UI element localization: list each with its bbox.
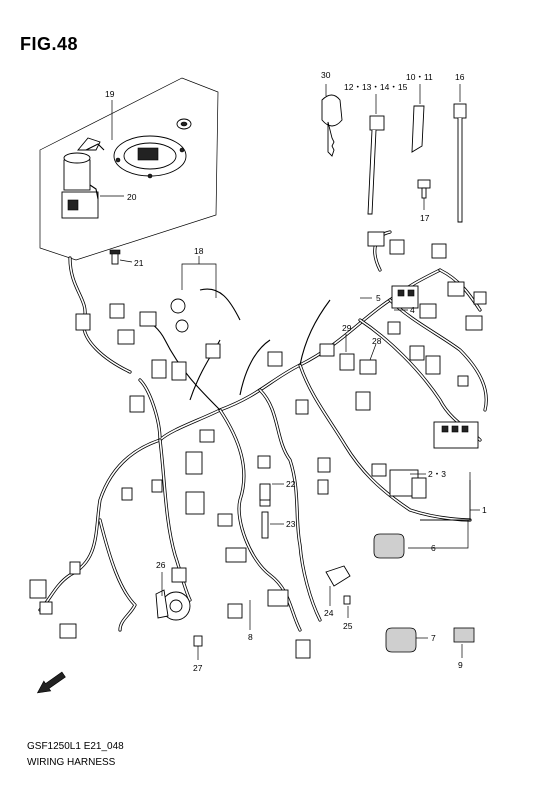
callout-30: 30 bbox=[321, 70, 331, 80]
connectors bbox=[29, 231, 487, 659]
callout-8: 8 bbox=[248, 632, 253, 642]
pad-9 bbox=[453, 627, 475, 643]
blank-key bbox=[321, 94, 343, 127]
bolt-25 bbox=[343, 595, 351, 605]
sensor-24 bbox=[325, 565, 351, 587]
ignition-switch-set-group bbox=[39, 77, 219, 261]
callout-25: 25 bbox=[343, 621, 353, 631]
callout-20: 20 bbox=[127, 192, 137, 202]
leader-lines bbox=[100, 84, 480, 660]
callout-16: 16 bbox=[455, 72, 465, 82]
bolt-27 bbox=[193, 635, 203, 647]
callout-22: 22 bbox=[286, 479, 296, 489]
front-direction-arrow-icon bbox=[36, 671, 66, 694]
model-code: GSF1250L1 E21_048 bbox=[27, 741, 124, 752]
connector bbox=[75, 313, 91, 331]
callout-18: 18 bbox=[194, 246, 204, 256]
callout-5: 5 bbox=[376, 293, 381, 303]
callout-labels: 19 20 21 18 30 12・13・14・15 10・11 16 17 5… bbox=[105, 70, 487, 673]
bolt-21 bbox=[109, 249, 121, 265]
clamp bbox=[369, 115, 385, 131]
callout-29: 29 bbox=[342, 323, 352, 333]
switch-22 bbox=[259, 483, 271, 501]
callout-19: 19 bbox=[105, 89, 115, 99]
callout-9: 9 bbox=[458, 660, 463, 670]
clip bbox=[417, 179, 431, 189]
clamp bbox=[411, 105, 425, 153]
figure-title: FIG.48 bbox=[20, 34, 79, 54]
callout-28: 28 bbox=[372, 336, 382, 346]
ignition-set-outline bbox=[39, 77, 219, 261]
callout-27: 27 bbox=[193, 663, 203, 673]
callout-6: 6 bbox=[431, 543, 436, 553]
callout-17: 17 bbox=[420, 213, 430, 223]
callout-26: 26 bbox=[156, 560, 166, 570]
callout-4: 4 bbox=[410, 305, 415, 315]
wiring-harness-main bbox=[38, 230, 488, 632]
callout-10-11: 10・11 bbox=[406, 72, 433, 82]
sensor-23 bbox=[261, 511, 269, 539]
callout-24: 24 bbox=[324, 608, 334, 618]
relay-6 bbox=[373, 533, 405, 559]
callout-2-3: 2・3 bbox=[428, 469, 446, 479]
section-name: WIRING HARNESS bbox=[27, 757, 116, 768]
ignition-switch-body bbox=[63, 159, 91, 191]
callout-12-15: 12・13・14・15 bbox=[344, 82, 408, 92]
callout-1: 1 bbox=[482, 505, 487, 515]
relay-7 bbox=[385, 627, 417, 653]
ignition-key bbox=[77, 137, 101, 151]
callout-21: 21 bbox=[134, 258, 144, 268]
loose-parts bbox=[155, 94, 475, 653]
callout-23: 23 bbox=[286, 519, 296, 529]
callout-7: 7 bbox=[431, 633, 436, 643]
fuse-box bbox=[433, 421, 479, 449]
cable-tie bbox=[453, 103, 467, 119]
